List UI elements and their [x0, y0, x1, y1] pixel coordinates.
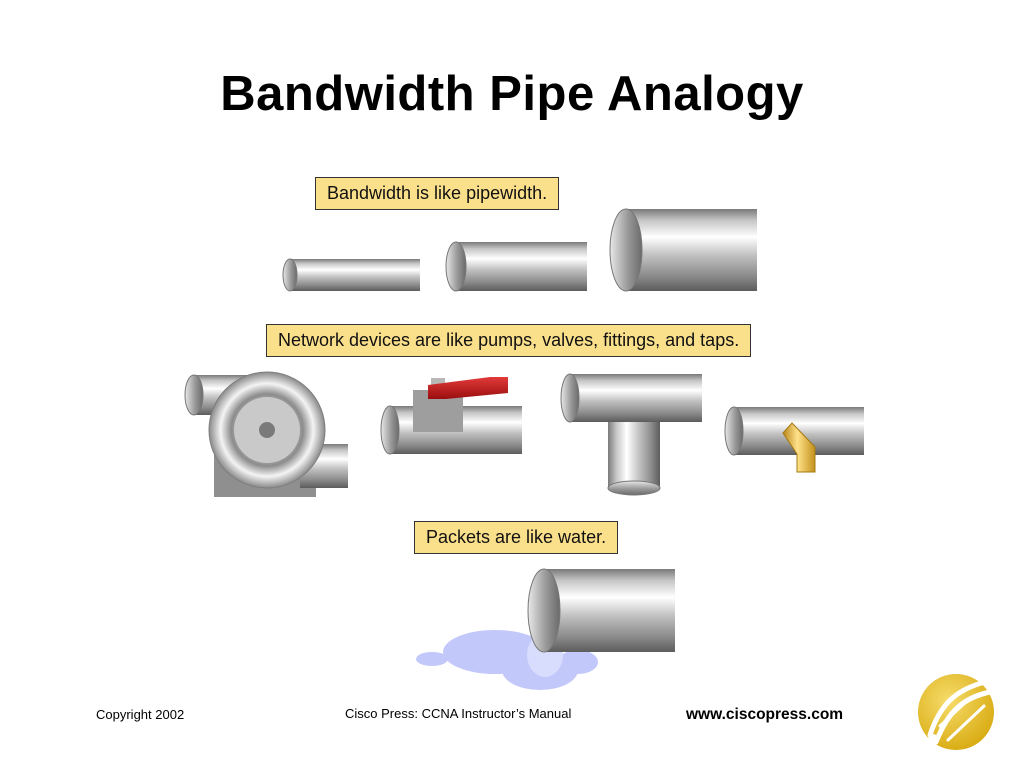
narrow-pipe	[282, 258, 420, 292]
footer-copyright: Copyright 2002	[96, 707, 185, 722]
slide-title: Bandwidth Pipe Analogy	[220, 67, 804, 121]
footer-publication: Cisco Press: CCNA Instructor’s Manual	[345, 706, 572, 721]
medium-pipe	[445, 241, 587, 292]
caption-network-devices: Network devices are like pumps, valves, …	[266, 324, 752, 357]
tap-icon	[724, 406, 864, 473]
valve-icon	[380, 377, 522, 455]
cisco-press-logo	[918, 674, 994, 750]
tee-fitting-icon	[560, 373, 702, 496]
caption-packets: Packets are like water.	[414, 521, 619, 554]
wide-pipe	[609, 208, 757, 292]
draining-pipe	[527, 568, 675, 653]
pump-icon	[184, 371, 348, 497]
footer-website-link[interactable]: www.ciscopress.com	[686, 706, 844, 723]
caption-bandwidth: Bandwidth is like pipewidth.	[315, 177, 560, 210]
